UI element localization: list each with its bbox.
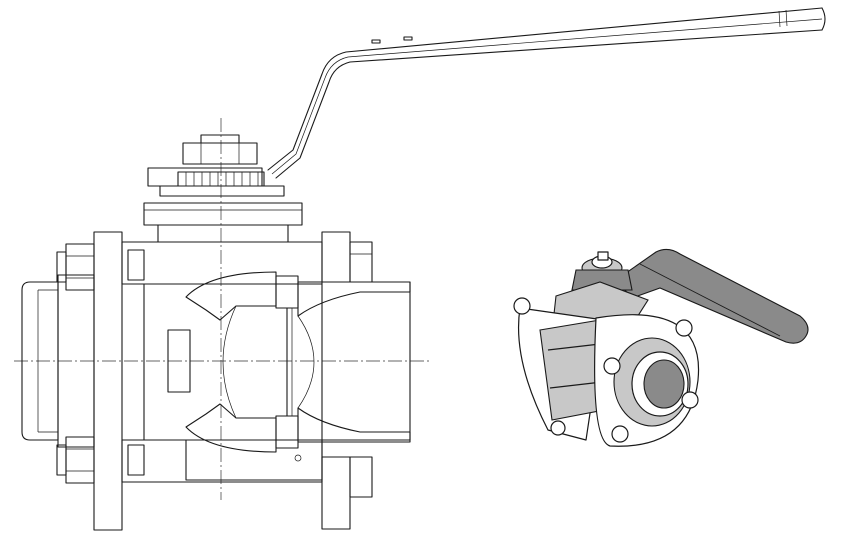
section-view — [14, 7, 826, 531]
iso-top-nut — [571, 251, 633, 291]
ball-section — [185, 271, 323, 481]
right-bore-section — [294, 281, 411, 462]
iso-body — [517, 307, 700, 447]
seat-rings — [275, 275, 299, 449]
left-end-cap — [21, 231, 123, 531]
stem-nut — [147, 134, 263, 187]
isometric-view — [513, 248, 809, 447]
iso-bolts — [513, 297, 699, 443]
iso-lever — [615, 248, 809, 344]
gland-packing — [143, 171, 303, 243]
handle-lever — [267, 7, 826, 179]
right-end-cap — [299, 231, 411, 530]
